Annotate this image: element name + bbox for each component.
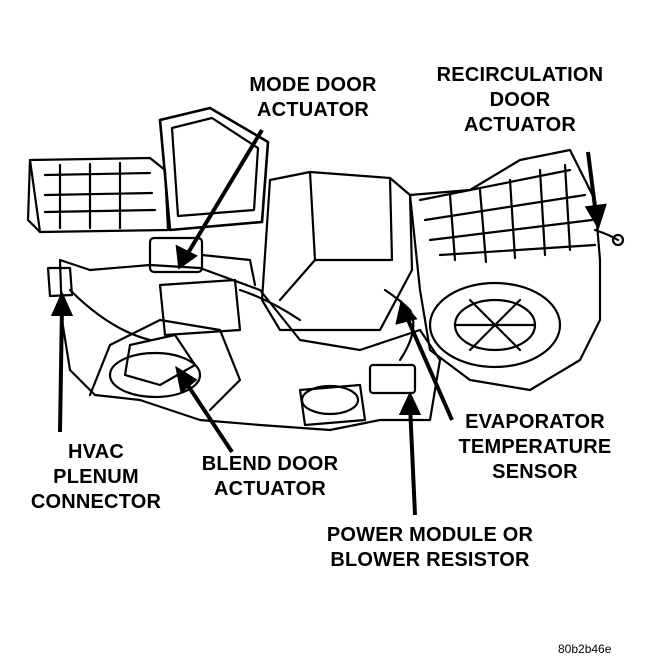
power-module-leader (408, 404, 417, 516)
power-line-1: POWER MODULE OR (326, 524, 534, 546)
mode-door-line-2: ACTUATOR (257, 99, 369, 121)
figure-reference-code: 80b2b46e (558, 642, 612, 656)
hvac-line-3: CONNECTOR (30, 491, 162, 513)
hvac-line-2: PLENUM (53, 466, 139, 488)
recirc-door-leader (586, 151, 598, 216)
recirc-line-2: DOOR (489, 89, 551, 111)
evap-line-3: SENSOR (492, 461, 578, 483)
evap-line-2: TEMPERATURE (458, 436, 612, 458)
mode-door-housing (158, 106, 270, 232)
power-module-blower-resistor-label: POWER MODULE OR BLOWER RESISTOR (300, 523, 560, 573)
blend-door-leader (181, 376, 234, 454)
mode-door-line-1: MODE DOOR (249, 74, 377, 96)
recirculation-door-actuator-label: RECIRCULATION DOOR ACTUATOR (415, 63, 625, 138)
lower-plenum (58, 258, 442, 432)
recirc-line-3: ACTUATOR (464, 114, 576, 136)
recirc-line-1: RECIRCULATION (436, 64, 604, 86)
power-module-body (368, 363, 417, 395)
hvac-plenum-connector-label: HVAC PLENUM CONNECTOR (12, 440, 180, 515)
evap-sensor-leader (403, 312, 454, 421)
mode-door-actuator-label: MODE DOOR ACTUATOR (228, 73, 398, 123)
hvac-plenum-leader (58, 305, 64, 433)
evap-line-1: EVAPORATOR (465, 411, 605, 433)
blend-line-2: ACTUATOR (214, 478, 326, 500)
hvac-line-1: HVAC (68, 441, 124, 463)
power-line-2: BLOWER RESISTOR (330, 549, 530, 571)
plenum-connector-body (46, 266, 74, 298)
recirc-door-grid (418, 168, 597, 257)
evaporator-temperature-sensor-label: EVAPORATOR TEMPERATURE SENSOR (430, 410, 640, 485)
central-housing (260, 170, 414, 332)
blend-door-actuator-label: BLEND DOOR ACTUATOR (180, 452, 360, 502)
blower-housing (408, 148, 602, 392)
blower-wheel (428, 281, 562, 369)
evap-sensor-wire (383, 288, 415, 362)
mode-door-leader (183, 128, 264, 260)
blend-line-1: BLEND DOOR (201, 453, 339, 475)
